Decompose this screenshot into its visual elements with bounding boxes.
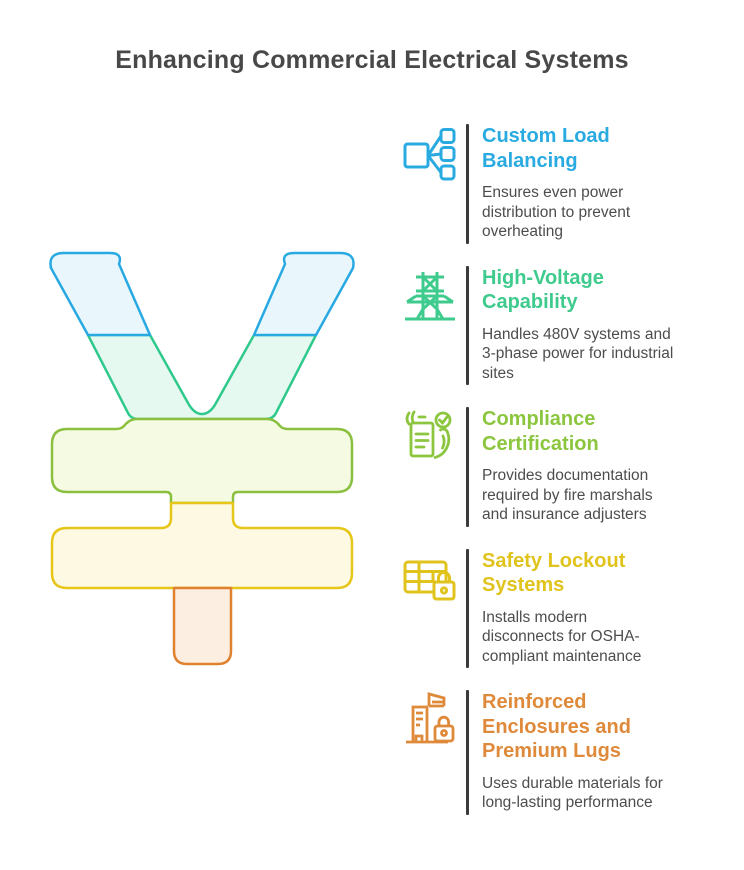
- item-title: Custom Load Balancing: [482, 125, 610, 172]
- list-item-high-voltage: High-Voltage Capability Handles 480V sys…: [402, 265, 712, 386]
- yen-symbol-figure: [49, 251, 355, 666]
- item-title: Safety Lockout Systems: [482, 549, 626, 597]
- item-title: High-Voltage Capability: [482, 266, 604, 314]
- yen-lime-band: [50, 417, 354, 505]
- item-divider: [466, 548, 469, 668]
- building-lock-icon: [402, 690, 458, 815]
- yen-blue-band-right: [252, 251, 355, 337]
- list-item-reinforced-enclosures: Reinforced Enclosures and Premium Lugs U…: [402, 690, 712, 815]
- feature-list: Custom Load Balancing Ensures even power…: [402, 124, 712, 837]
- yen-blue-band-left: [49, 251, 152, 337]
- panel-lock-icon: [402, 549, 458, 669]
- item-divider: [466, 690, 469, 815]
- item-description: Handles 480V systems and 3-phase power f…: [482, 325, 674, 382]
- item-title: Reinforced Enclosures and Premium Lugs: [482, 691, 631, 762]
- item-divider: [466, 265, 469, 385]
- certified-document-icon: [402, 407, 458, 527]
- yen-green-band: [86, 333, 318, 421]
- page-title: Enhancing Commercial Electrical Systems: [115, 46, 629, 74]
- list-item-safety-lockout: Safety Lockout Systems Installs modern d…: [402, 548, 712, 669]
- item-description: Installs modern disconnects for OSHA- co…: [482, 608, 642, 665]
- item-divider: [466, 407, 469, 527]
- item-title: Compliance Certification: [482, 408, 599, 455]
- list-item-compliance: Compliance Certification Provides docume…: [402, 407, 712, 527]
- item-divider: [466, 124, 469, 244]
- transmission-tower-icon: [402, 266, 458, 386]
- item-description: Uses durable materials for long-lasting …: [482, 774, 663, 812]
- list-item-custom-load-balancing: Custom Load Balancing Ensures even power…: [402, 124, 712, 244]
- item-description: Ensures even power distribution to preve…: [482, 184, 631, 240]
- item-description: Provides documentation required by fire …: [482, 467, 653, 523]
- yen-yellow-band: [50, 501, 354, 590]
- yen-orange-band: [172, 586, 233, 666]
- load-balancing-icon: [402, 124, 458, 244]
